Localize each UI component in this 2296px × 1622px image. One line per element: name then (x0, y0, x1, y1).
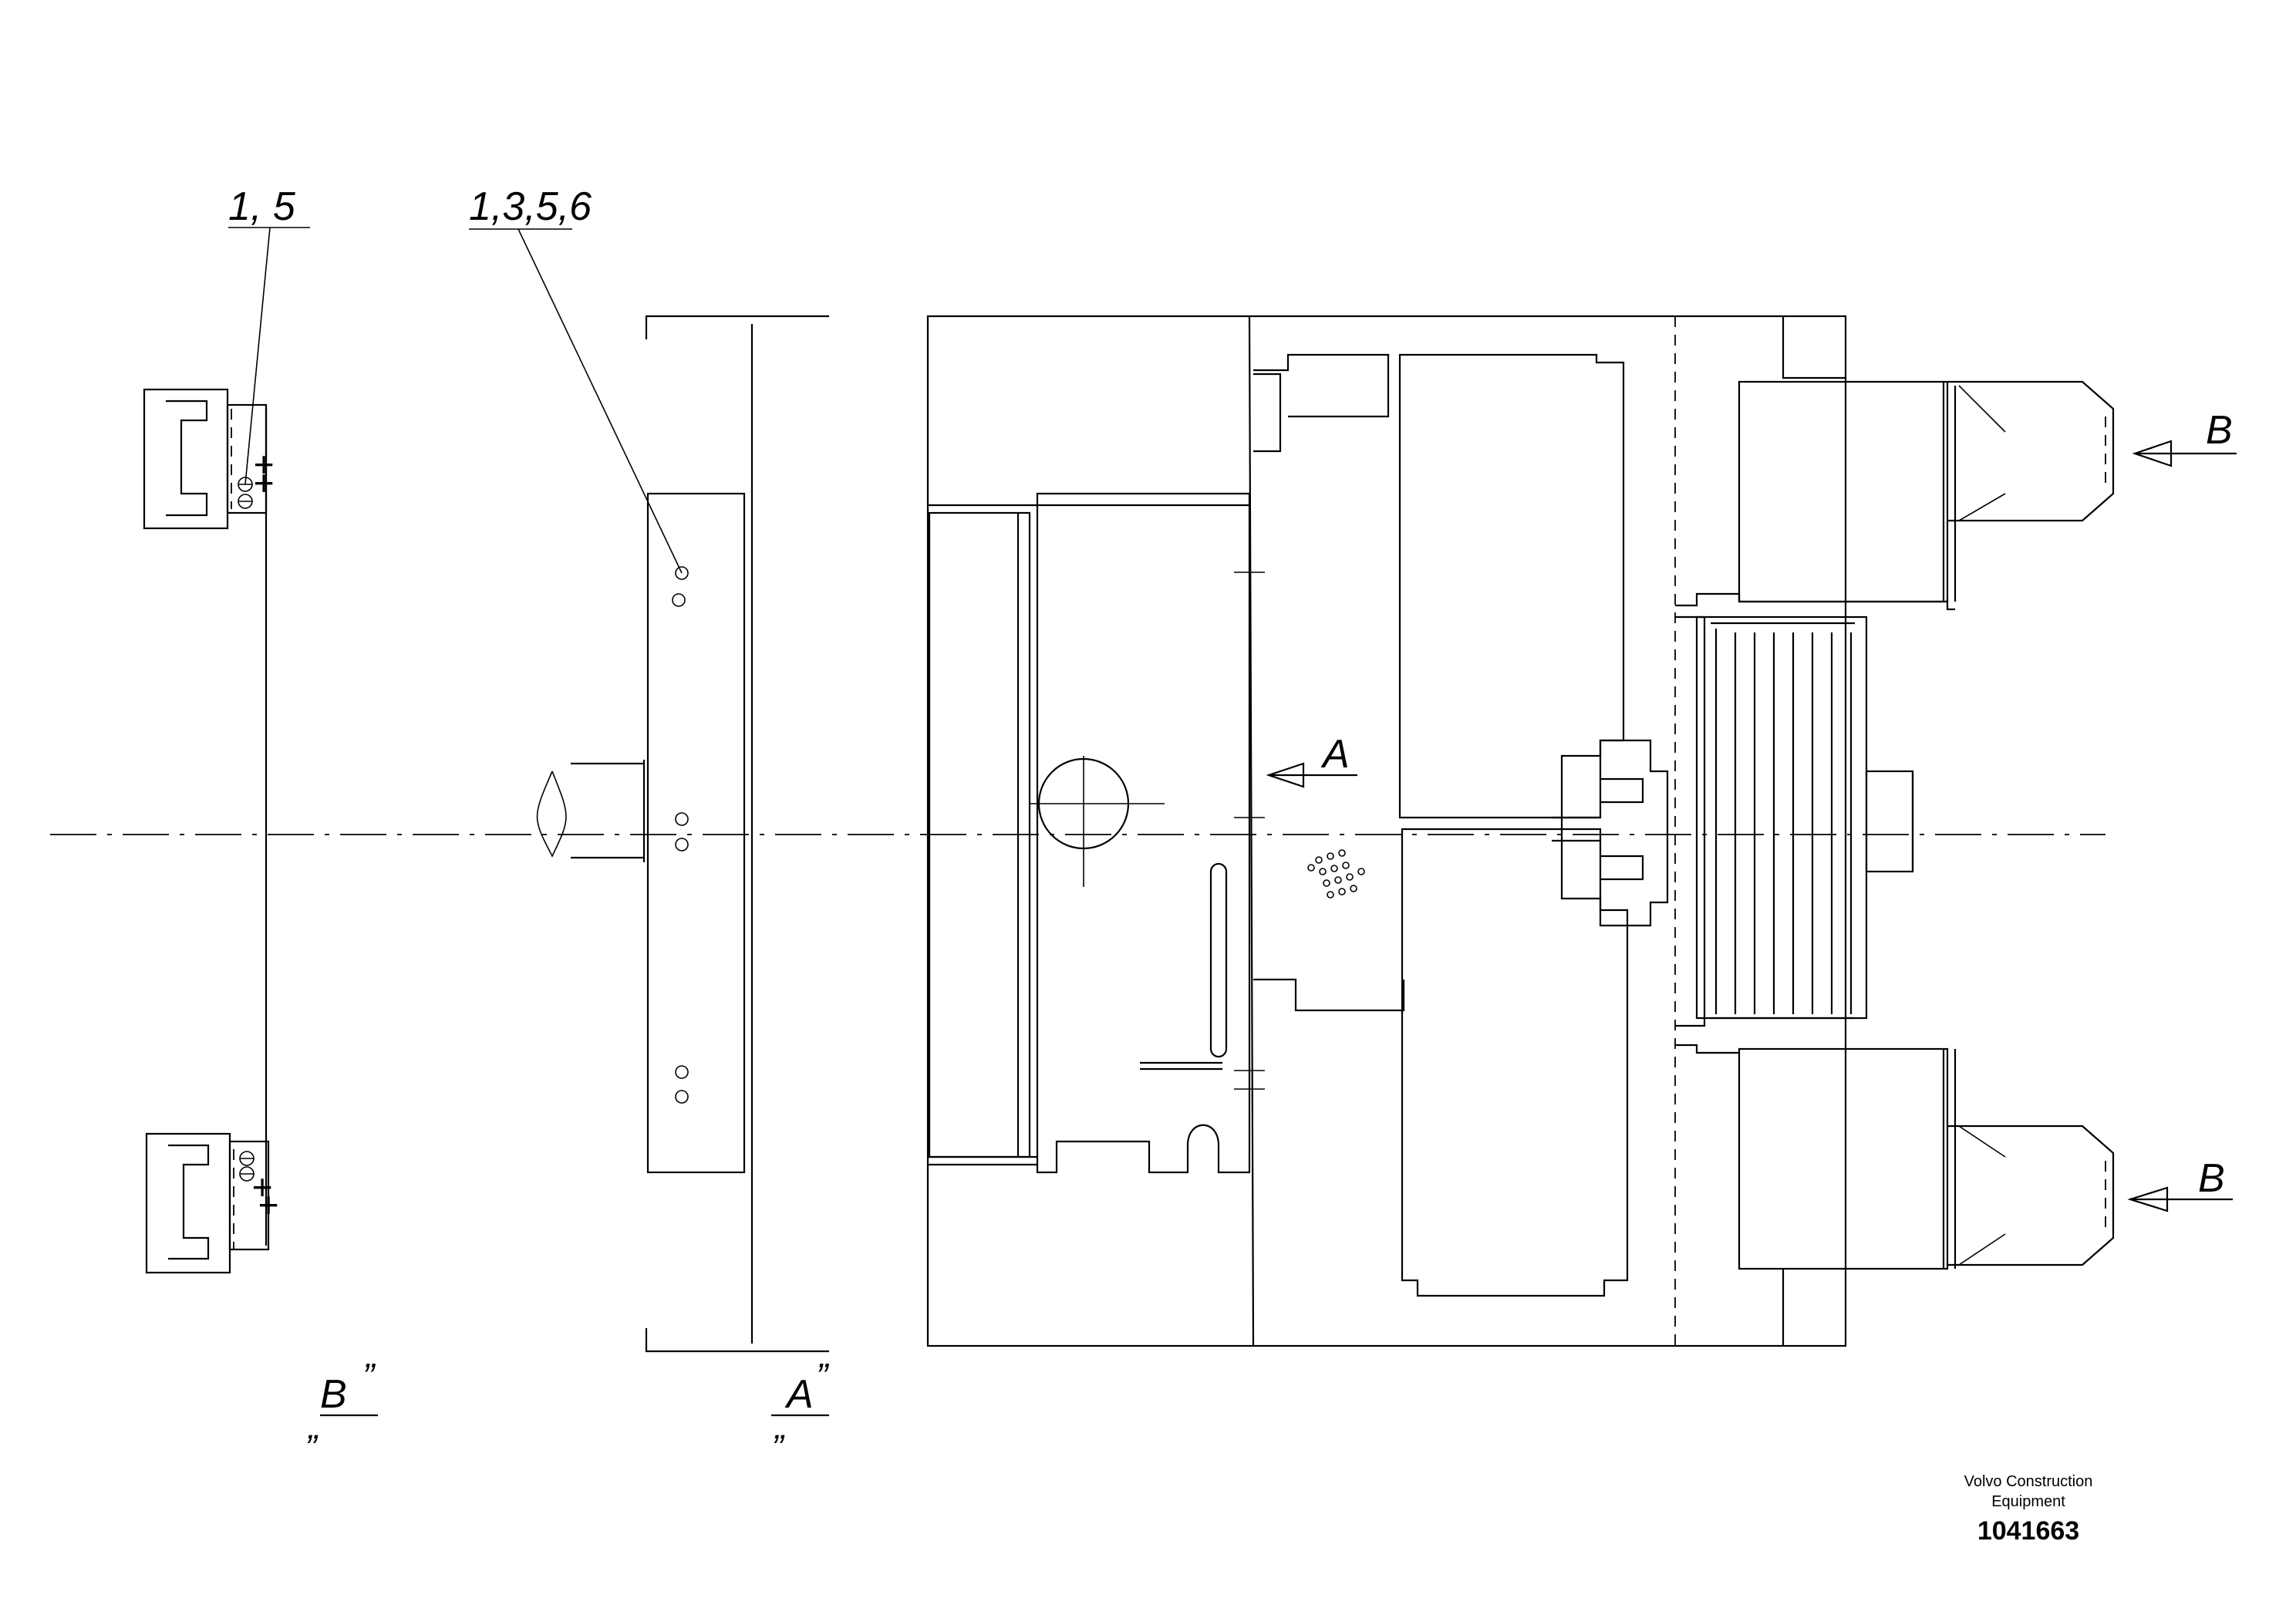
machine-plan-view (926, 315, 2115, 1347)
svg-text:B: B (2198, 1156, 2225, 1201)
callout-middle-top: 1,3,5,6 (469, 184, 592, 229)
section-arrow-b-bottom: B (2127, 1156, 2233, 1212)
company-name: Volvo Construction Equipment (1913, 1472, 2144, 1512)
view-b-brackets: + + + + (143, 388, 278, 1274)
part-number: 1041663 (1977, 1516, 2080, 1546)
marking-pattern (1307, 849, 1365, 899)
svg-text:„: „ (774, 1406, 787, 1446)
svg-text:+: + (253, 463, 274, 503)
svg-text:+: + (258, 1185, 278, 1225)
svg-text:„: „ (307, 1406, 320, 1446)
svg-text:B: B (320, 1372, 347, 1417)
section-arrow-a: A (1266, 732, 1357, 788)
view-a-frame (536, 315, 829, 1353)
section-arrow-b-top: B (2132, 408, 2237, 467)
company-line1: Volvo Construction (1964, 1473, 2093, 1490)
svg-text:+: + (253, 444, 274, 484)
company-line2: Equipment (1991, 1493, 2065, 1510)
svg-text:+: + (251, 1167, 272, 1207)
view-label-a: A ” „ (771, 1356, 830, 1446)
svg-text:”: ” (362, 1356, 376, 1396)
svg-text:A: A (1320, 732, 1350, 777)
svg-text:”: ” (816, 1356, 830, 1396)
view-label-b: B ” „ (307, 1356, 378, 1446)
callout-left-top: 1, 5 (228, 184, 296, 229)
svg-text:B: B (2206, 408, 2233, 453)
svg-text:A: A (784, 1372, 814, 1417)
